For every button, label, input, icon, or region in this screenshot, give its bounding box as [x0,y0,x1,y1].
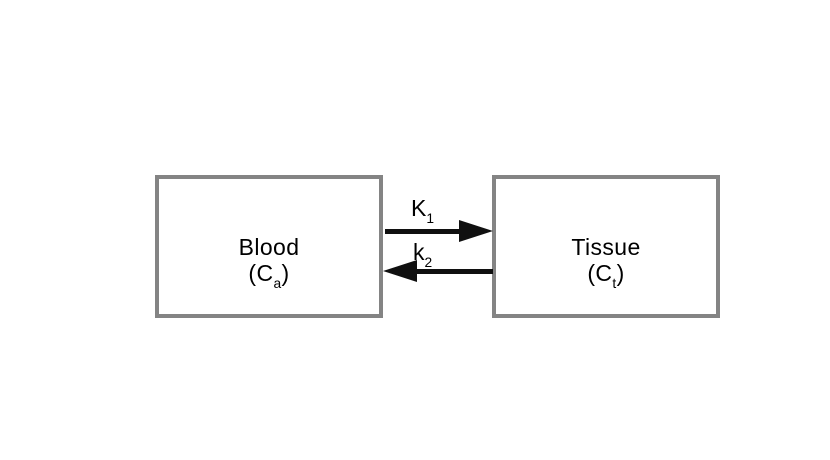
blood-symbol-open: (C [248,259,274,286]
tissue-symbol-close: ) [616,259,625,286]
arrow-k1-shaft [385,229,463,234]
rate-k2-subscript: 2 [424,255,433,271]
blood-symbol-subscript: a [273,275,282,291]
compartment-tissue-symbol: (Ct) [587,259,625,291]
rate-k1-subscript: 1 [426,211,435,227]
compartment-box-tissue: Tissue (Ct) [492,175,720,318]
arrow-k2-arrowhead-left-icon [383,260,417,282]
compartment-tissue-label: Tissue [571,233,641,260]
rate-label-k1: K1 [411,195,434,226]
arrow-k2-shaft [415,269,493,274]
rate-k1-base: K [411,195,427,221]
compartment-blood-label: Blood [238,233,300,260]
tissue-symbol-open: (C [587,259,613,286]
rate-k2-base: k [413,239,425,265]
arrow-k1-arrowhead-right-icon [459,220,493,242]
blood-symbol-close: ) [281,259,290,286]
compartment-box-blood: Blood (Ca) [155,175,383,318]
rate-label-k2: k2 [413,239,432,270]
compartment-blood-symbol: (Ca) [248,259,290,291]
tissue-symbol-subscript: t [612,275,617,291]
